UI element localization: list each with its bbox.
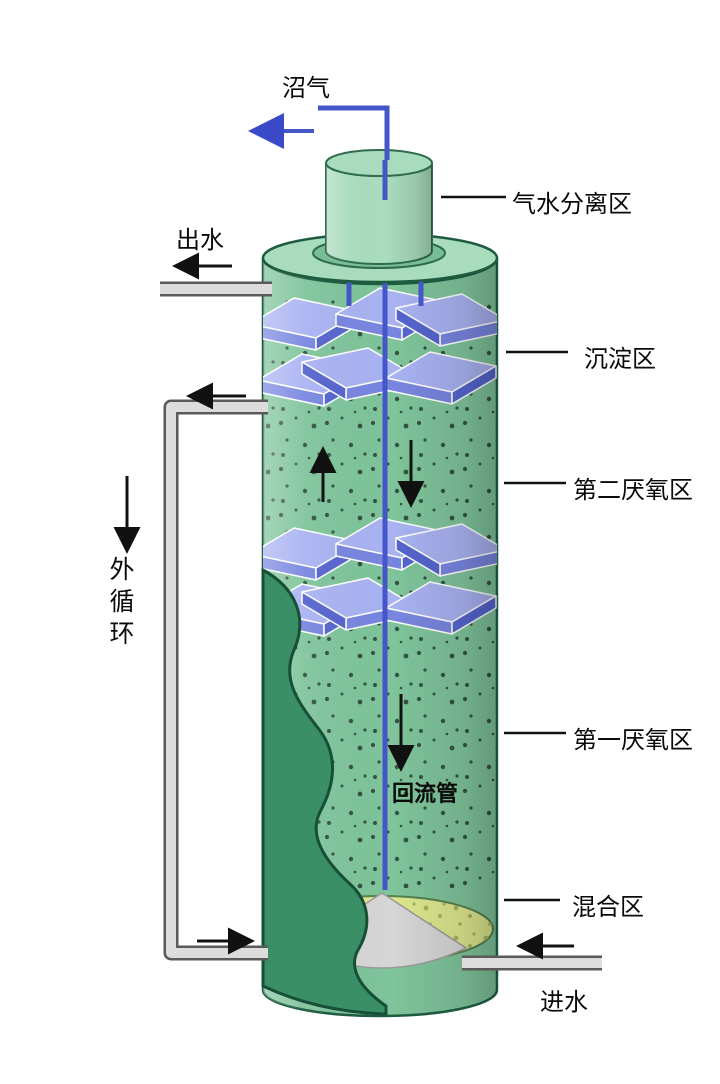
label-gas-water-separation: 气水分离区 <box>512 191 632 218</box>
label-mixing-zone: 混合区 <box>572 894 644 921</box>
biogas-pipe-elbow <box>318 105 390 160</box>
label-biogas: 沼气 <box>282 75 330 102</box>
label-influent: 进水 <box>540 989 588 1016</box>
external-pipes <box>160 281 602 971</box>
label-first-anaerobic-zone: 第一厌氧区 <box>573 727 693 754</box>
label-return-pipe: 回流管 <box>392 781 459 806</box>
biogas-outlet-pipes <box>318 105 390 200</box>
label-external-circulation: 外循环 <box>106 556 134 652</box>
label-settling-zone: 沉淀区 <box>584 346 656 373</box>
external-circulation-pipe-inner <box>166 402 268 958</box>
gas-separator-shading <box>326 163 432 264</box>
external-circulation-pipe <box>163 399 268 961</box>
torn-wall-cutaway <box>261 567 388 1016</box>
gas-separator-top-ellipse <box>325 149 433 177</box>
label-effluent: 出水 <box>176 227 224 254</box>
label-second-anaerobic-zone: 第二厌氧区 <box>573 477 693 504</box>
